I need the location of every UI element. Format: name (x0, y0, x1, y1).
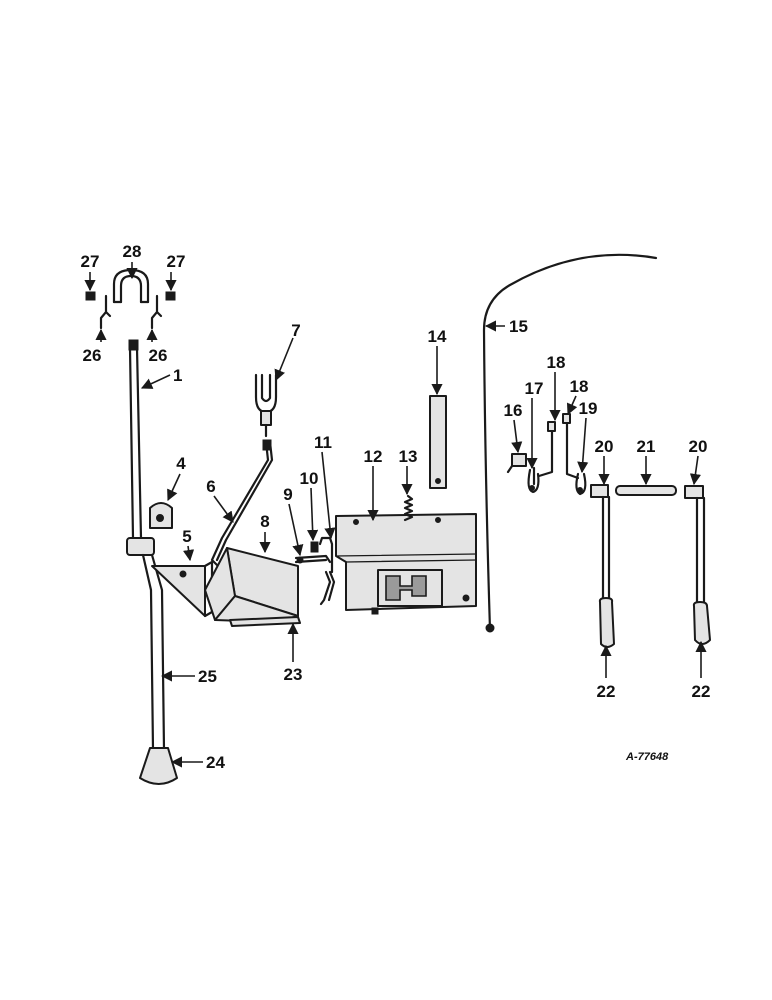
callout-11: 11 (314, 433, 332, 452)
part-14-bar (429, 395, 447, 489)
callout-27-left: 27 (81, 252, 100, 271)
part-26-pin-right (150, 294, 163, 330)
callout-10: 10 (300, 469, 319, 488)
part-8-console (204, 547, 299, 623)
part-11-latch (318, 536, 336, 606)
part-26-pin-left (99, 294, 112, 330)
part-12-shift-plate (335, 513, 477, 615)
callout-19: 19 (579, 399, 598, 418)
callout-1: 1 (173, 366, 182, 385)
part-6-link-rod (210, 439, 274, 568)
callout-26-left: 26 (83, 346, 102, 365)
callout-17: 17 (525, 379, 544, 398)
callout-21: 21 (637, 437, 656, 456)
part-18-tip-right (562, 413, 571, 424)
part-5-bracket (151, 560, 214, 618)
callout-22-right: 22 (692, 682, 711, 701)
callout-labels: 1 4 5 6 7 8 9 10 11 12 13 14 15 16 17 18… (81, 242, 711, 772)
callout-27-right: 27 (167, 252, 186, 271)
part-18-rod-right (565, 418, 580, 480)
part-20-lever-right (684, 485, 706, 607)
callout-12: 12 (364, 447, 383, 466)
callout-14: 14 (428, 327, 447, 346)
part-22-grip-right (692, 601, 711, 645)
part-10-pin (310, 541, 319, 553)
drawing-reference-code: A-77648 (625, 751, 669, 763)
callout-26-right: 26 (149, 346, 168, 365)
part-27-block-right (165, 291, 176, 301)
part-19-hook (575, 472, 587, 496)
part-22-grip-left (598, 597, 615, 648)
part-15-cable (482, 253, 658, 633)
callout-7: 7 (291, 321, 300, 340)
callout-18-right: 18 (570, 377, 589, 396)
part-24-knob (139, 747, 178, 785)
part-28-yoke (112, 268, 150, 304)
callout-leaders (84, 262, 707, 768)
part-21-handle (615, 485, 677, 496)
part-1-shift-lever (126, 339, 155, 557)
part-18-tip-left (547, 421, 556, 432)
callout-9: 9 (283, 485, 292, 504)
callout-20-right: 20 (689, 437, 708, 456)
part-17-hook (527, 466, 540, 494)
part-18-rod-left (537, 428, 554, 478)
callout-18-left: 18 (547, 353, 566, 372)
callout-16: 16 (504, 401, 523, 420)
callout-4: 4 (176, 454, 186, 473)
callout-6: 6 (206, 477, 215, 496)
callout-15: 15 (509, 317, 528, 336)
callout-20-left: 20 (595, 437, 614, 456)
callout-8: 8 (260, 512, 269, 531)
part-4-clamp (149, 502, 173, 529)
part-13-spring (403, 494, 414, 522)
part-16-clip (506, 453, 527, 474)
part-27-block-left (85, 291, 96, 301)
part-20-lever-left (590, 484, 611, 602)
callout-25: 25 (198, 667, 217, 686)
callout-5: 5 (182, 527, 191, 546)
callout-28: 28 (123, 242, 142, 261)
part-7-fork (254, 373, 278, 438)
callout-22-left: 22 (597, 682, 616, 701)
part-23-plate (229, 616, 301, 627)
callout-13: 13 (399, 447, 418, 466)
callout-23: 23 (284, 665, 303, 684)
part-25-lower-lever (141, 553, 166, 752)
part-9-arm (294, 554, 332, 564)
callout-24: 24 (206, 753, 225, 772)
